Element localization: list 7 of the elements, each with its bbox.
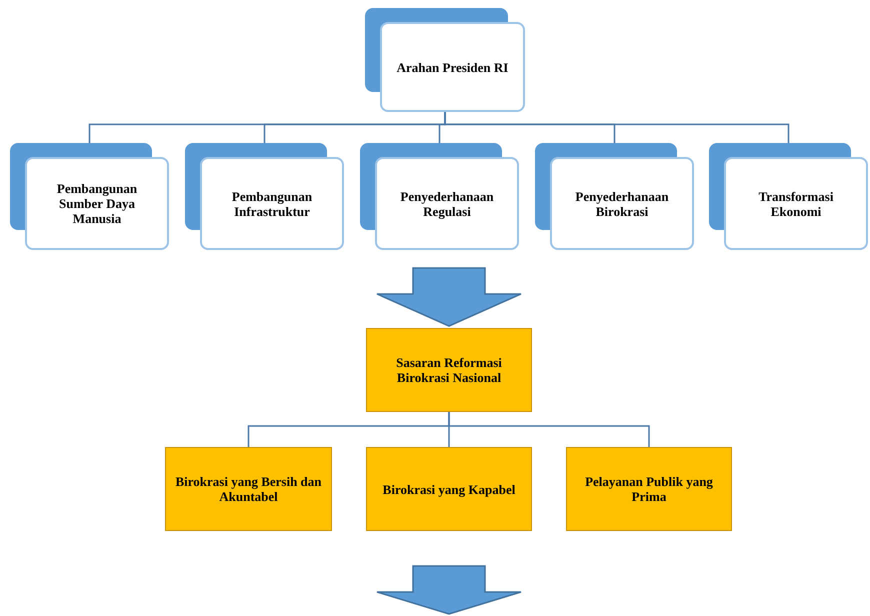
connector-line <box>444 112 790 143</box>
goal-box: Sasaran Reformasi Birokrasi Nasional <box>366 328 532 412</box>
goal-box: Birokrasi yang Bersih dan Akuntabel <box>165 447 332 531</box>
block-arrow <box>376 267 522 327</box>
goal-box: Pelayanan Publik yang Prima <box>566 447 732 531</box>
goal-box: Birokrasi yang Kapabel <box>366 447 532 531</box>
connector-line <box>448 412 650 447</box>
